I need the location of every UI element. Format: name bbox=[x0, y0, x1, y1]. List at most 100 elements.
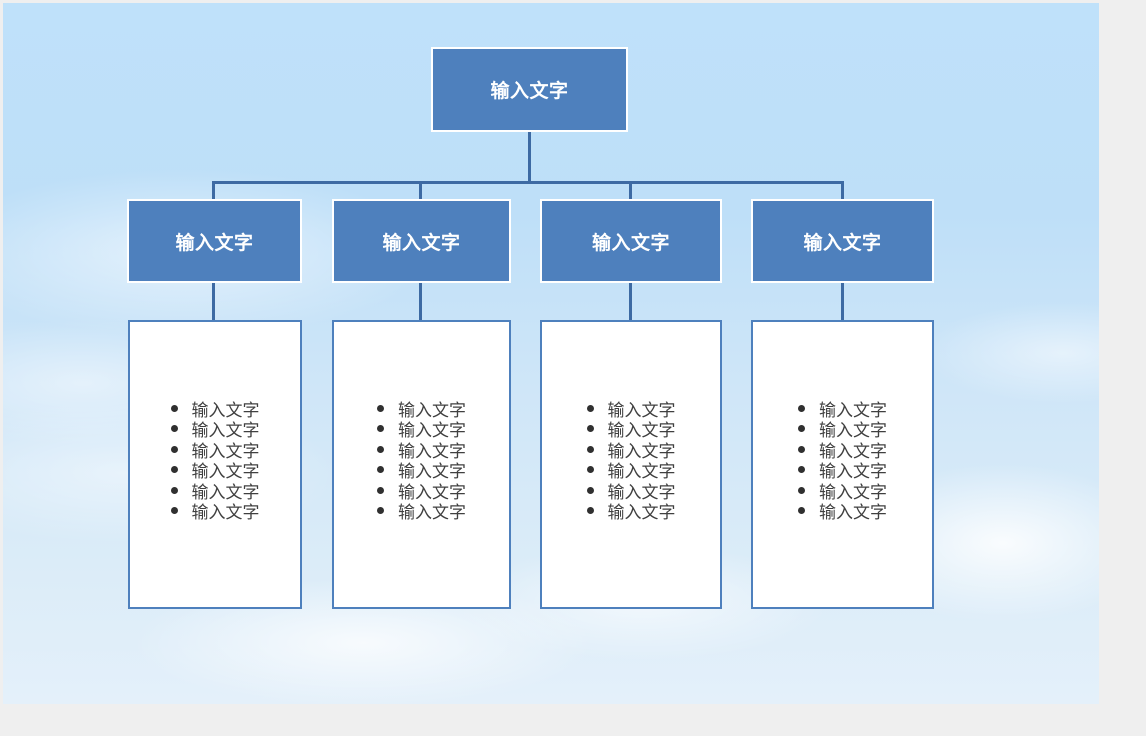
branch-2-detail-connector bbox=[419, 283, 422, 321]
branch-detail-box-3: 输入文字 输入文字 输入文字 输入文字 输入文字 输入文字 bbox=[540, 320, 722, 609]
list-item-text: 输入文字 bbox=[191, 482, 260, 503]
list-item: 输入文字 bbox=[798, 398, 887, 421]
bullet-icon bbox=[377, 445, 384, 453]
bullet-icon bbox=[798, 507, 805, 515]
bullet-icon bbox=[798, 466, 805, 474]
bullet-icon bbox=[377, 425, 384, 433]
list-item-text: 输入文字 bbox=[607, 441, 676, 462]
bullet-icon bbox=[586, 466, 594, 474]
list-item: 输入文字 bbox=[798, 480, 887, 503]
bullet-icon bbox=[377, 404, 384, 412]
list-item-text: 输入文字 bbox=[191, 400, 260, 421]
list-item-text: 输入文字 bbox=[607, 421, 676, 442]
list-item: 输入文字 bbox=[170, 398, 260, 421]
branch-1-detail-connector bbox=[212, 283, 215, 321]
list-item: 输入文字 bbox=[377, 419, 466, 442]
branch-2-drop-connector bbox=[419, 181, 422, 201]
list-item: 输入文字 bbox=[586, 439, 676, 462]
list-item: 输入文字 bbox=[798, 460, 887, 483]
list-item: 输入文字 bbox=[798, 501, 887, 524]
list-item-text: 输入文字 bbox=[607, 482, 676, 503]
bullet-icon bbox=[586, 507, 594, 515]
list-item: 输入文字 bbox=[586, 480, 676, 503]
detail-bullet-list: 输入文字 输入文字 输入文字 输入文字 输入文字 输入文字 bbox=[586, 398, 676, 524]
list-item-text: 输入文字 bbox=[819, 421, 887, 442]
list-item: 输入文字 bbox=[586, 501, 676, 524]
list-item: 输入文字 bbox=[170, 419, 260, 442]
list-item: 输入文字 bbox=[377, 439, 466, 462]
detail-bullet-list: 输入文字 输入文字 输入文字 输入文字 输入文字 输入文字 bbox=[170, 398, 260, 524]
list-item-text: 输入文字 bbox=[819, 482, 887, 503]
branch-connector-horizontal bbox=[212, 181, 844, 184]
list-item-text: 输入文字 bbox=[398, 400, 466, 421]
root-node-label: 输入文字 bbox=[490, 80, 569, 102]
list-item: 输入文字 bbox=[798, 439, 887, 462]
list-item-text: 输入文字 bbox=[607, 462, 676, 483]
detail-bullet-list: 输入文字 输入文字 输入文字 输入文字 输入文字 输入文字 bbox=[377, 398, 466, 524]
branch-node-3: 输入文字 bbox=[540, 199, 722, 283]
bullet-icon bbox=[586, 486, 594, 494]
branch-node-label: 输入文字 bbox=[803, 231, 882, 254]
branch-3-drop-connector bbox=[629, 181, 632, 201]
list-item: 输入文字 bbox=[586, 419, 676, 442]
branch-3-detail-connector bbox=[629, 283, 632, 321]
branch-node-4: 输入文字 bbox=[751, 199, 934, 283]
list-item-text: 输入文字 bbox=[398, 421, 466, 442]
list-item: 输入文字 bbox=[377, 480, 466, 503]
bullet-icon bbox=[586, 425, 594, 433]
list-item: 输入文字 bbox=[586, 460, 676, 483]
list-item: 输入文字 bbox=[170, 501, 260, 524]
list-item-text: 输入文字 bbox=[398, 462, 466, 483]
bullet-icon bbox=[586, 404, 594, 412]
branch-4-detail-connector bbox=[841, 283, 844, 321]
bullet-icon bbox=[170, 445, 178, 453]
list-item: 输入文字 bbox=[377, 460, 466, 483]
bullet-icon bbox=[170, 425, 178, 433]
list-item-text: 输入文字 bbox=[191, 421, 260, 442]
list-item-text: 输入文字 bbox=[819, 462, 887, 483]
bullet-icon bbox=[798, 486, 805, 494]
branch-detail-box-2: 输入文字 输入文字 输入文字 输入文字 输入文字 输入文字 bbox=[332, 320, 511, 609]
branch-1-drop-connector bbox=[212, 181, 215, 201]
branch-detail-box-1: 输入文字 输入文字 输入文字 输入文字 输入文字 输入文字 bbox=[128, 320, 302, 609]
list-item-text: 输入文字 bbox=[607, 503, 676, 524]
list-item: 输入文字 bbox=[377, 398, 466, 421]
list-item: 输入文字 bbox=[170, 480, 260, 503]
branch-4-drop-connector bbox=[841, 181, 844, 201]
branch-node-label: 输入文字 bbox=[591, 231, 670, 254]
list-item-text: 输入文字 bbox=[398, 503, 466, 524]
list-item: 输入文字 bbox=[377, 501, 466, 524]
list-item-text: 输入文字 bbox=[607, 400, 676, 421]
bullet-icon bbox=[586, 445, 594, 453]
list-item: 输入文字 bbox=[170, 460, 260, 482]
bullet-icon bbox=[170, 404, 178, 412]
bullet-icon bbox=[170, 507, 178, 515]
root-connector-vertical bbox=[528, 131, 531, 183]
detail-bullet-list: 输入文字 输入文字 输入文字 输入文字 输入文字 输入文字 bbox=[798, 398, 887, 524]
bullet-icon bbox=[798, 445, 805, 453]
list-item-text: 输入文字 bbox=[819, 503, 887, 524]
list-item-text: 输入文字 bbox=[191, 441, 260, 462]
bullet-icon bbox=[377, 507, 384, 515]
list-item-text: 输入文字 bbox=[398, 441, 466, 462]
root-node: 输入文字 bbox=[431, 47, 628, 132]
list-item: 输入文字 bbox=[798, 419, 887, 442]
bullet-icon bbox=[377, 466, 384, 474]
branch-node-label: 输入文字 bbox=[175, 231, 254, 254]
list-item-text: 输入文字 bbox=[398, 482, 466, 503]
org-chart-slide: 输入文字 输入文字 输入文字 输入文字 输入文字 输入文字 输入文字 输入文字 … bbox=[3, 3, 1099, 704]
bullet-icon bbox=[377, 486, 384, 494]
bullet-icon bbox=[170, 466, 178, 474]
branch-node-2: 输入文字 bbox=[332, 199, 511, 283]
list-item-text: 输入文字 bbox=[191, 503, 260, 524]
bullet-icon bbox=[798, 404, 805, 412]
bullet-icon bbox=[170, 486, 178, 494]
bullet-icon bbox=[798, 425, 805, 433]
list-item-text: 输入文字 bbox=[819, 400, 887, 421]
branch-node-1: 输入文字 bbox=[127, 199, 302, 283]
list-item: 输入文字 bbox=[170, 439, 260, 462]
branch-detail-box-4: 输入文字 输入文字 输入文字 输入文字 输入文字 输入文字 bbox=[751, 320, 934, 609]
branch-node-label: 输入文字 bbox=[382, 231, 461, 254]
list-item: 输入文字 bbox=[586, 398, 676, 421]
list-item-text: 输入文字 bbox=[819, 441, 887, 462]
